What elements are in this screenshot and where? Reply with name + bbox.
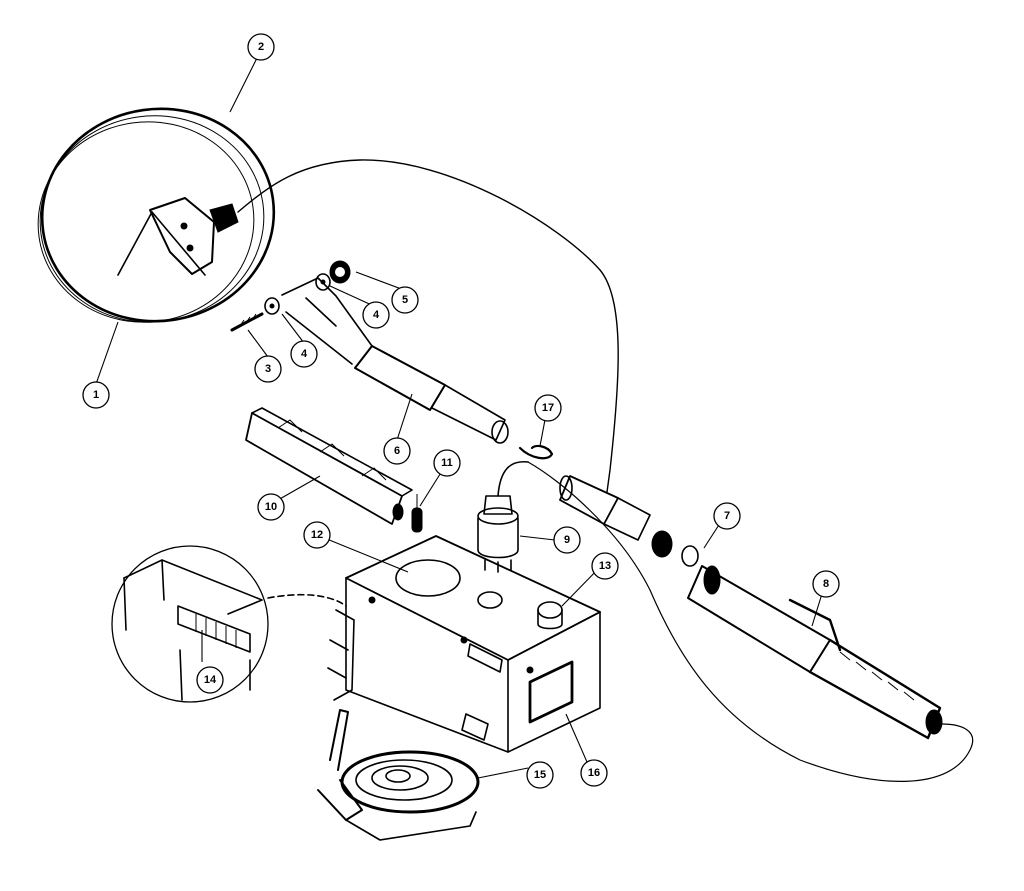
callout-7: 7 — [713, 502, 741, 530]
battery-clip — [411, 494, 423, 533]
callout-label: 14 — [204, 674, 217, 686]
callout-4-lower: 4 — [290, 340, 318, 368]
callout-12: 12 — [303, 521, 331, 549]
bolt — [230, 312, 264, 332]
callout-label: 1 — [93, 389, 99, 401]
rod-sleeve — [559, 475, 699, 567]
coil-cable — [237, 159, 619, 493]
belt-bracket — [327, 609, 489, 741]
callout-8: 8 — [812, 570, 840, 598]
callout-5: 5 — [391, 286, 419, 314]
belt — [317, 709, 480, 841]
callout-label: 17 — [542, 402, 554, 414]
callout-label: 11 — [441, 457, 453, 469]
control-box — [345, 535, 601, 753]
callout-label: 6 — [394, 445, 400, 457]
cable-clip — [518, 444, 554, 460]
callout-label: 10 — [265, 501, 277, 513]
callout-label: 5 — [402, 294, 408, 306]
callout-label: 13 — [599, 560, 611, 572]
meter — [528, 660, 574, 724]
callout-label: 4 — [373, 309, 380, 321]
callout-15: 15 — [526, 761, 554, 789]
search-coil — [37, 107, 276, 323]
callout-9: 9 — [553, 526, 581, 554]
connector-plug — [477, 461, 529, 573]
callout-label: 8 — [823, 578, 829, 590]
handle — [687, 565, 943, 740]
detail-inset — [111, 545, 347, 703]
callout-2: 2 — [247, 33, 275, 61]
callout-label: 4 — [301, 348, 308, 360]
battery-holder — [245, 407, 413, 525]
callout-6: 6 — [383, 437, 411, 465]
callout-label: 15 — [534, 769, 546, 781]
callout-16: 16 — [580, 759, 608, 787]
callout-13-right: 13 — [591, 552, 619, 580]
callout-10: 10 — [257, 493, 285, 521]
leader-lines — [95, 55, 826, 779]
callout-1: 1 — [82, 381, 110, 409]
callout-17: 17 — [534, 394, 562, 422]
callout-label: 12 — [311, 529, 323, 541]
lower-rod — [281, 277, 509, 444]
callout-label: 3 — [265, 363, 271, 375]
control-knob — [537, 601, 563, 630]
callout-4-upper: 4 — [362, 301, 390, 329]
washer-left — [264, 297, 280, 315]
callout-label: 2 — [258, 41, 264, 53]
callout-label: 7 — [724, 510, 730, 522]
callout-3: 3 — [254, 355, 282, 383]
wing-nut — [329, 260, 351, 284]
callout-11: 11 — [433, 449, 461, 477]
callout-14: 14 — [196, 666, 224, 694]
callout-label: 9 — [564, 534, 570, 546]
handle-cable — [527, 461, 974, 782]
callout-label: 16 — [588, 767, 600, 779]
